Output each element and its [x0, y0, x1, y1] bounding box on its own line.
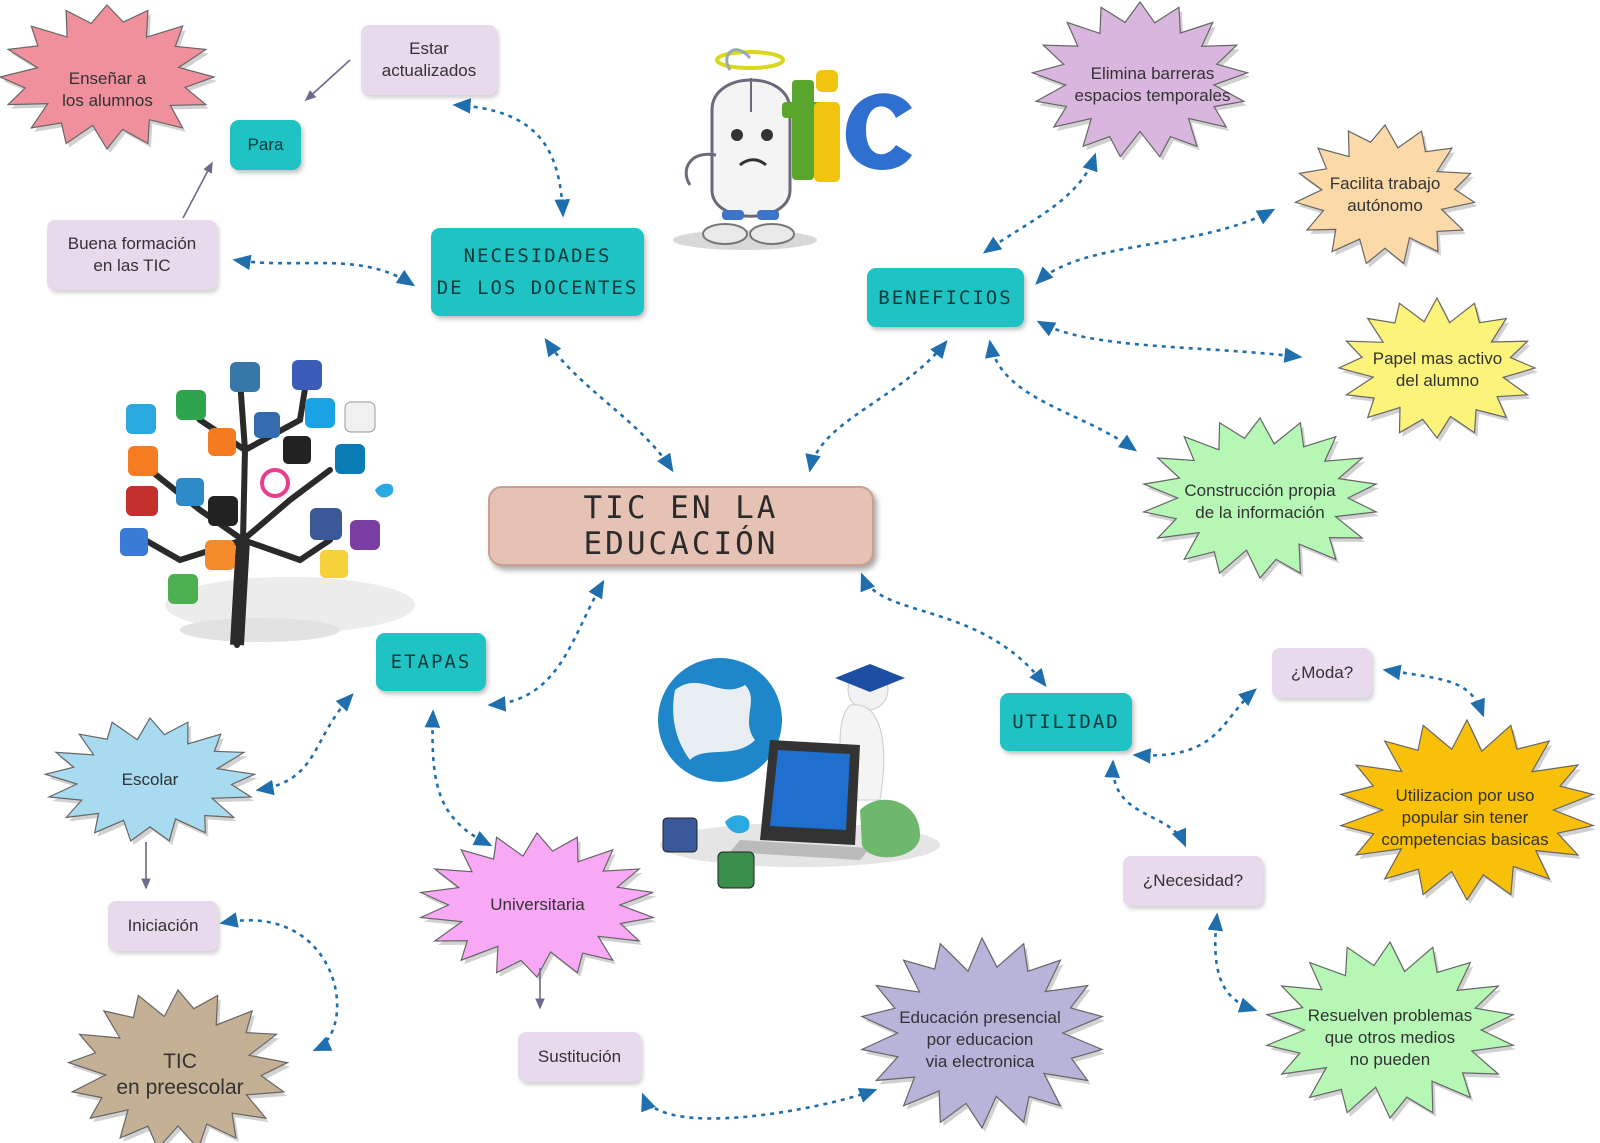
connector-utilidad-moda	[1132, 688, 1257, 764]
escolar-burst	[43, 716, 257, 842]
connector-necesidad-resuelven	[1207, 912, 1258, 1013]
foursquare-icon	[176, 478, 204, 506]
orkut-icon	[260, 468, 290, 498]
moda-node: ¿Moda?	[1272, 648, 1372, 698]
para-node: Para	[230, 120, 301, 170]
necesidades-heading: NECESIDADES DE LOS DOCENTES	[431, 228, 644, 316]
resuelven-burst	[1264, 940, 1516, 1120]
digg-icon	[254, 412, 280, 438]
facilita-burst	[1293, 123, 1477, 265]
facilita-burst-label: Facilita trabajo autónomo	[1329, 174, 1441, 215]
escolar-burst-label: Escolar	[121, 770, 179, 789]
resuelven-burst-label: Resuelven problemas que otros medios no …	[1307, 1006, 1473, 1069]
delicious-icon	[292, 360, 322, 390]
connector-buena-para	[182, 161, 213, 219]
delicious-alt-icon	[283, 436, 311, 464]
rss-icon	[208, 428, 236, 456]
sustitucion-node: Sustitución	[518, 1032, 641, 1082]
education-illustration	[658, 658, 940, 889]
papel-burst-label: Papel mas activo del alumno	[1372, 349, 1503, 390]
google-plus-icon	[208, 496, 238, 526]
social-media-tree-illustration	[120, 360, 415, 648]
utilidad-heading: UTILIDAD	[1000, 693, 1132, 751]
wordpress-icon	[230, 362, 260, 392]
construccion-burst-label: Construcción propia de la información	[1184, 481, 1336, 522]
connector-necesidades-buena	[232, 254, 416, 287]
educacion-burst-label: Educación presencial por educacion via e…	[899, 1008, 1061, 1071]
connector-sustitucion-educacion	[641, 1087, 878, 1120]
connector-etapas-universitaria	[424, 709, 493, 847]
connector-central-utilidad	[860, 572, 1047, 688]
bird-icon	[375, 483, 394, 498]
buena-formacion-node: Buena formación en las TIC	[47, 220, 217, 290]
universitaria-burst-label: Universitaria	[490, 895, 585, 914]
necesidad-node: ¿Necesidad?	[1123, 856, 1263, 906]
bird-icon	[725, 815, 750, 834]
youtube-icon	[126, 486, 158, 516]
flickr-icon	[344, 401, 376, 433]
connector-central-beneficios	[805, 339, 948, 473]
elimina-burst	[1030, 0, 1250, 158]
google-icon	[168, 574, 198, 604]
utilizacion-burst	[1338, 718, 1596, 902]
facebook-icon	[310, 508, 342, 540]
papel-burst	[1337, 296, 1537, 440]
skype-icon	[305, 398, 335, 428]
universitaria-burst	[418, 831, 656, 979]
beneficios-heading: BENEFICIOS	[867, 268, 1024, 327]
connector-necesidades-estar	[452, 98, 571, 218]
facebook-icon	[662, 817, 698, 853]
preescolar-burst-label: TIC en preescolar	[116, 1050, 244, 1099]
connector-central-necesidades	[544, 337, 674, 473]
blogger-icon	[128, 446, 158, 476]
connector-utilidad-necesidad	[1104, 759, 1187, 848]
connector-etapas-escolar	[255, 693, 354, 796]
utilizacion-burst-label: Utilizacion por uso popular sin tener co…	[1381, 786, 1549, 849]
target-icon	[205, 540, 235, 570]
connector-moda-utilizacion	[1382, 664, 1485, 718]
connector-central-etapas	[487, 579, 605, 712]
linkedin-icon	[335, 444, 365, 474]
yahoo-icon	[350, 520, 380, 550]
connector-beneficios-construccion	[984, 339, 1138, 452]
estar-actualizados-node: Estar actualizados	[361, 25, 497, 95]
connector-beneficios-facilita	[1035, 208, 1276, 285]
chat-icon	[176, 390, 206, 420]
connector-estar-para	[304, 59, 351, 102]
construccion-burst	[1141, 416, 1379, 580]
ensenar-burst-label: Enseñar a los alumnos	[62, 69, 153, 110]
check-icon	[120, 528, 148, 556]
tic-logo-illustration: tic	[0, 0, 912, 250]
elimina-burst-label: Elimina barreras espacios temporales	[1074, 64, 1231, 105]
connector-iniciacion-preescolar	[219, 912, 339, 1052]
picasa-icon	[320, 550, 348, 578]
etapas-heading: ETAPAS	[376, 633, 486, 691]
twitter-icon	[126, 404, 156, 434]
connector-beneficios-papel	[1036, 320, 1303, 363]
connector-beneficios-elimina	[982, 152, 1098, 254]
ensenar-burst	[0, 4, 216, 151]
educacion-burst	[859, 936, 1104, 1130]
logo-text: tic	[0, 0, 2, 1]
google-icon	[717, 851, 755, 889]
iniciacion-node: Iniciación	[108, 901, 218, 951]
central-topic: TIC EN LA EDUCACIÓN	[488, 486, 874, 566]
